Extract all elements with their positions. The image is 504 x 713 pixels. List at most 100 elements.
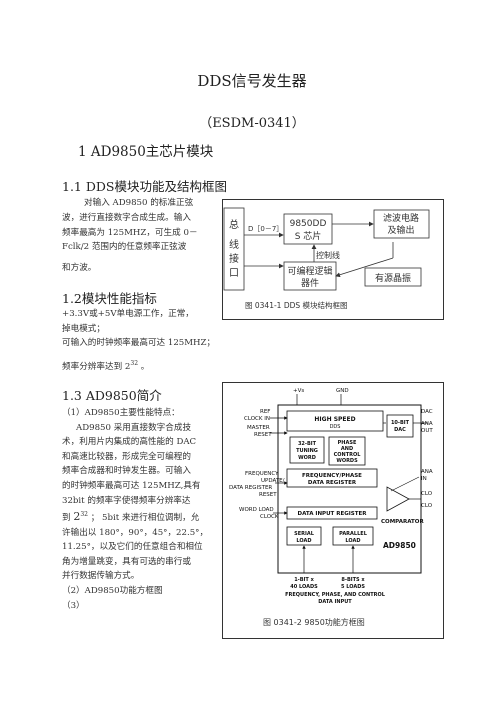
serial-load-label: LOAD [296, 538, 311, 544]
phase-label-4: WORDS [336, 458, 358, 464]
phase-label-1: PHASE [338, 440, 357, 446]
dac-block [386, 414, 414, 438]
text-line: 到 232 ； 5bit 来进行相位调制，允 [62, 508, 230, 525]
section-heading-1-1: 1.1 DDS模块功能及结构框图 [62, 179, 227, 194]
phase-control-block [328, 436, 366, 466]
freq-update-label: FREQUENCY [245, 471, 279, 477]
bus-label-char: 口 [229, 268, 239, 279]
data-reg-reset-label: DATA REGISTER [229, 485, 272, 491]
text-line: 术，利用片内集成的高性能的 DAC [62, 437, 197, 448]
word-load-label: WORD LOAD [239, 507, 274, 513]
text-line: 波，进行直接数字合成生成。输入 [62, 213, 191, 223]
data-input-reg-label: DATA INPUT REGISTER [298, 511, 368, 517]
parallel-load-block [332, 526, 374, 546]
logic-label-line1: 可编程逻辑 [287, 265, 332, 277]
clock-in-label: CLOCK IN [244, 416, 270, 422]
control-line-label: 控制线 [316, 250, 340, 260]
reset2-label: RESET [259, 492, 277, 498]
bus-label-char: 接 [229, 252, 239, 265]
ad9850-chip-outline [277, 404, 422, 574]
text-line: Fclk/2 范围内的任意频率正弦波 [62, 242, 187, 253]
text-line: 11.25°，以及它们的任意组合和相位 [62, 542, 203, 553]
parallel-bits-label: 8-BITS x [341, 577, 365, 583]
bottom-label-2: DATA INPUT [318, 599, 352, 605]
filter-output-block [373, 209, 430, 239]
section-1-1-text-cont: 波，进行直接数字合成生成。输入 频率最高为 125MHZ，可生成 0－ Fclk… [62, 211, 222, 275]
dds-chip-block [283, 213, 333, 245]
text-line: 角为增量跳变，具有可选的串行或 [62, 556, 191, 567]
logic-label-line2: 器件 [301, 277, 319, 289]
tuning-label-3: WORD [298, 455, 316, 461]
text-segment: 。 [140, 361, 150, 372]
high-speed-dds-block [286, 410, 384, 432]
ref-clock-label: REF [260, 409, 270, 415]
section-1-3-text: （1）AD9850主要性能特点： AD9850 采用直接数字合成技 术，利用片内… [62, 406, 230, 613]
gnd-pin-label: GND [336, 388, 349, 394]
text-line: （1）AD9850主要性能特点： [62, 408, 180, 418]
figure-ad9850-block-diagram: +Vs GND REF CLOCK IN MASTER RESET HIGH S… [222, 382, 444, 639]
bottom-label-1: FREQUENCY, PHASE, AND CONTROL [285, 592, 386, 598]
math-base: 2 [124, 361, 131, 372]
data-input-register-block [286, 506, 378, 520]
section-1-2-text: +3.3V或+5V单电源工作，正常， 掉电模式； 可输入的时钟频率最高可达 12… [62, 307, 232, 374]
parallel-load-label: LOAD [345, 538, 360, 544]
master-label: MASTER [247, 425, 270, 431]
chip-label-line2: S 芯片 [295, 230, 322, 242]
parallel-label: PARALLEL [339, 531, 368, 537]
figure-2-caption: 图 0341-2 9850功能方框图 [263, 617, 365, 627]
section-heading-1-3: 1.3 AD9850简介 [62, 388, 162, 403]
text-line: +3.3V或+5V单电源工作，正常， [62, 309, 194, 319]
text-line: （2）AD9850功能方框图 [62, 585, 163, 596]
serial-loads-label: 40 LOADS [290, 584, 318, 590]
dds-block-diagram-svg: 总 线 接 口 D［0－7］ 9850DD S 芯片 滤波电路 及输出 控制线 … [223, 207, 430, 310]
text-line: AD9850 采用直接数字合成技 [76, 422, 192, 433]
serial-label: SERIAL [294, 531, 315, 537]
section-heading-1-2: 1.2模块性能指标 [62, 291, 157, 306]
analog-out-label-2: OUT [421, 428, 433, 434]
text-line: 32bit 的频率字使得频率分辨率达 [62, 495, 191, 506]
text-line: 许输出以 180°，90°，45°，22.5°， [62, 527, 209, 538]
bus-interface-block [223, 207, 245, 291]
reset-label: RESET [254, 432, 272, 438]
comparator-label: COMPARATOR [381, 519, 424, 525]
text-segment: ； 5bit 来进行相位调制，允 [90, 513, 200, 524]
analog-out-label-1: ANA [421, 421, 433, 427]
bus-label-char: 线 [229, 238, 239, 251]
text-line: 频率合成器和时钟发生器。可输入 [62, 466, 191, 477]
text-line: 并行数据传输方式。 [62, 571, 140, 582]
high-speed-label: HIGH SPEED [314, 416, 355, 423]
fp-reg-label-2: DATA REGISTER [308, 480, 357, 486]
text-line: 的时钟频率最高可达 125MHZ,具有 [62, 480, 201, 491]
text-line: 对输入 AD9850 的标准正弦 [84, 198, 194, 208]
serial-load-block [286, 526, 322, 546]
text-line: 频率最高为 125MHZ，可生成 0－ [62, 227, 198, 238]
data-bus-label: D［0－7］ [248, 225, 283, 233]
figure-1-caption: 图 0341-1 DDS 模块结构框图 [245, 300, 348, 310]
tuning-word-block [289, 436, 325, 464]
doc-subtitle: （ESDM-0341） [199, 116, 305, 131]
phase-label-3: CONTROL [334, 452, 362, 458]
filter-label-line1: 滤波电路 [383, 212, 419, 224]
clk-out-label-2: CLO [421, 503, 433, 509]
tuning-label-2: TUNING [296, 448, 318, 454]
dac-out-label: DAC [421, 409, 433, 415]
clock-label: CLOCK [260, 514, 279, 520]
text-segment: 频率分辨率达到 [62, 361, 123, 372]
text-line: 掉电模式； [62, 323, 105, 334]
phase-label-2: AND [341, 446, 353, 452]
oscillator-label: 有源晶振 [375, 272, 411, 284]
text-line: 和方波。 [62, 262, 97, 273]
text-segment: 到 [62, 513, 71, 524]
dac-label-1: 10-BIT [391, 420, 410, 426]
bus-label-char: 总 [229, 218, 239, 231]
dds-label: DDS [330, 424, 341, 430]
ad9850-block-diagram-svg: +Vs GND REF CLOCK IN MASTER RESET HIGH S… [229, 388, 433, 627]
chip-label-line1: 9850DD [290, 219, 327, 229]
dac-label-2: DAC [394, 427, 406, 433]
doc-title: DDS信号发生器 [197, 72, 307, 90]
math-exponent: 32 [80, 511, 88, 519]
fp-reg-label-1: FREQUENCY/PHASE [302, 473, 362, 479]
section-1-1-text: 对输入 AD9850 的标准正弦 [84, 196, 224, 211]
figure-dds-block-diagram: 总 线 接 口 D［0－7］ 9850DD S 芯片 滤波电路 及输出 控制线 … [222, 199, 444, 320]
